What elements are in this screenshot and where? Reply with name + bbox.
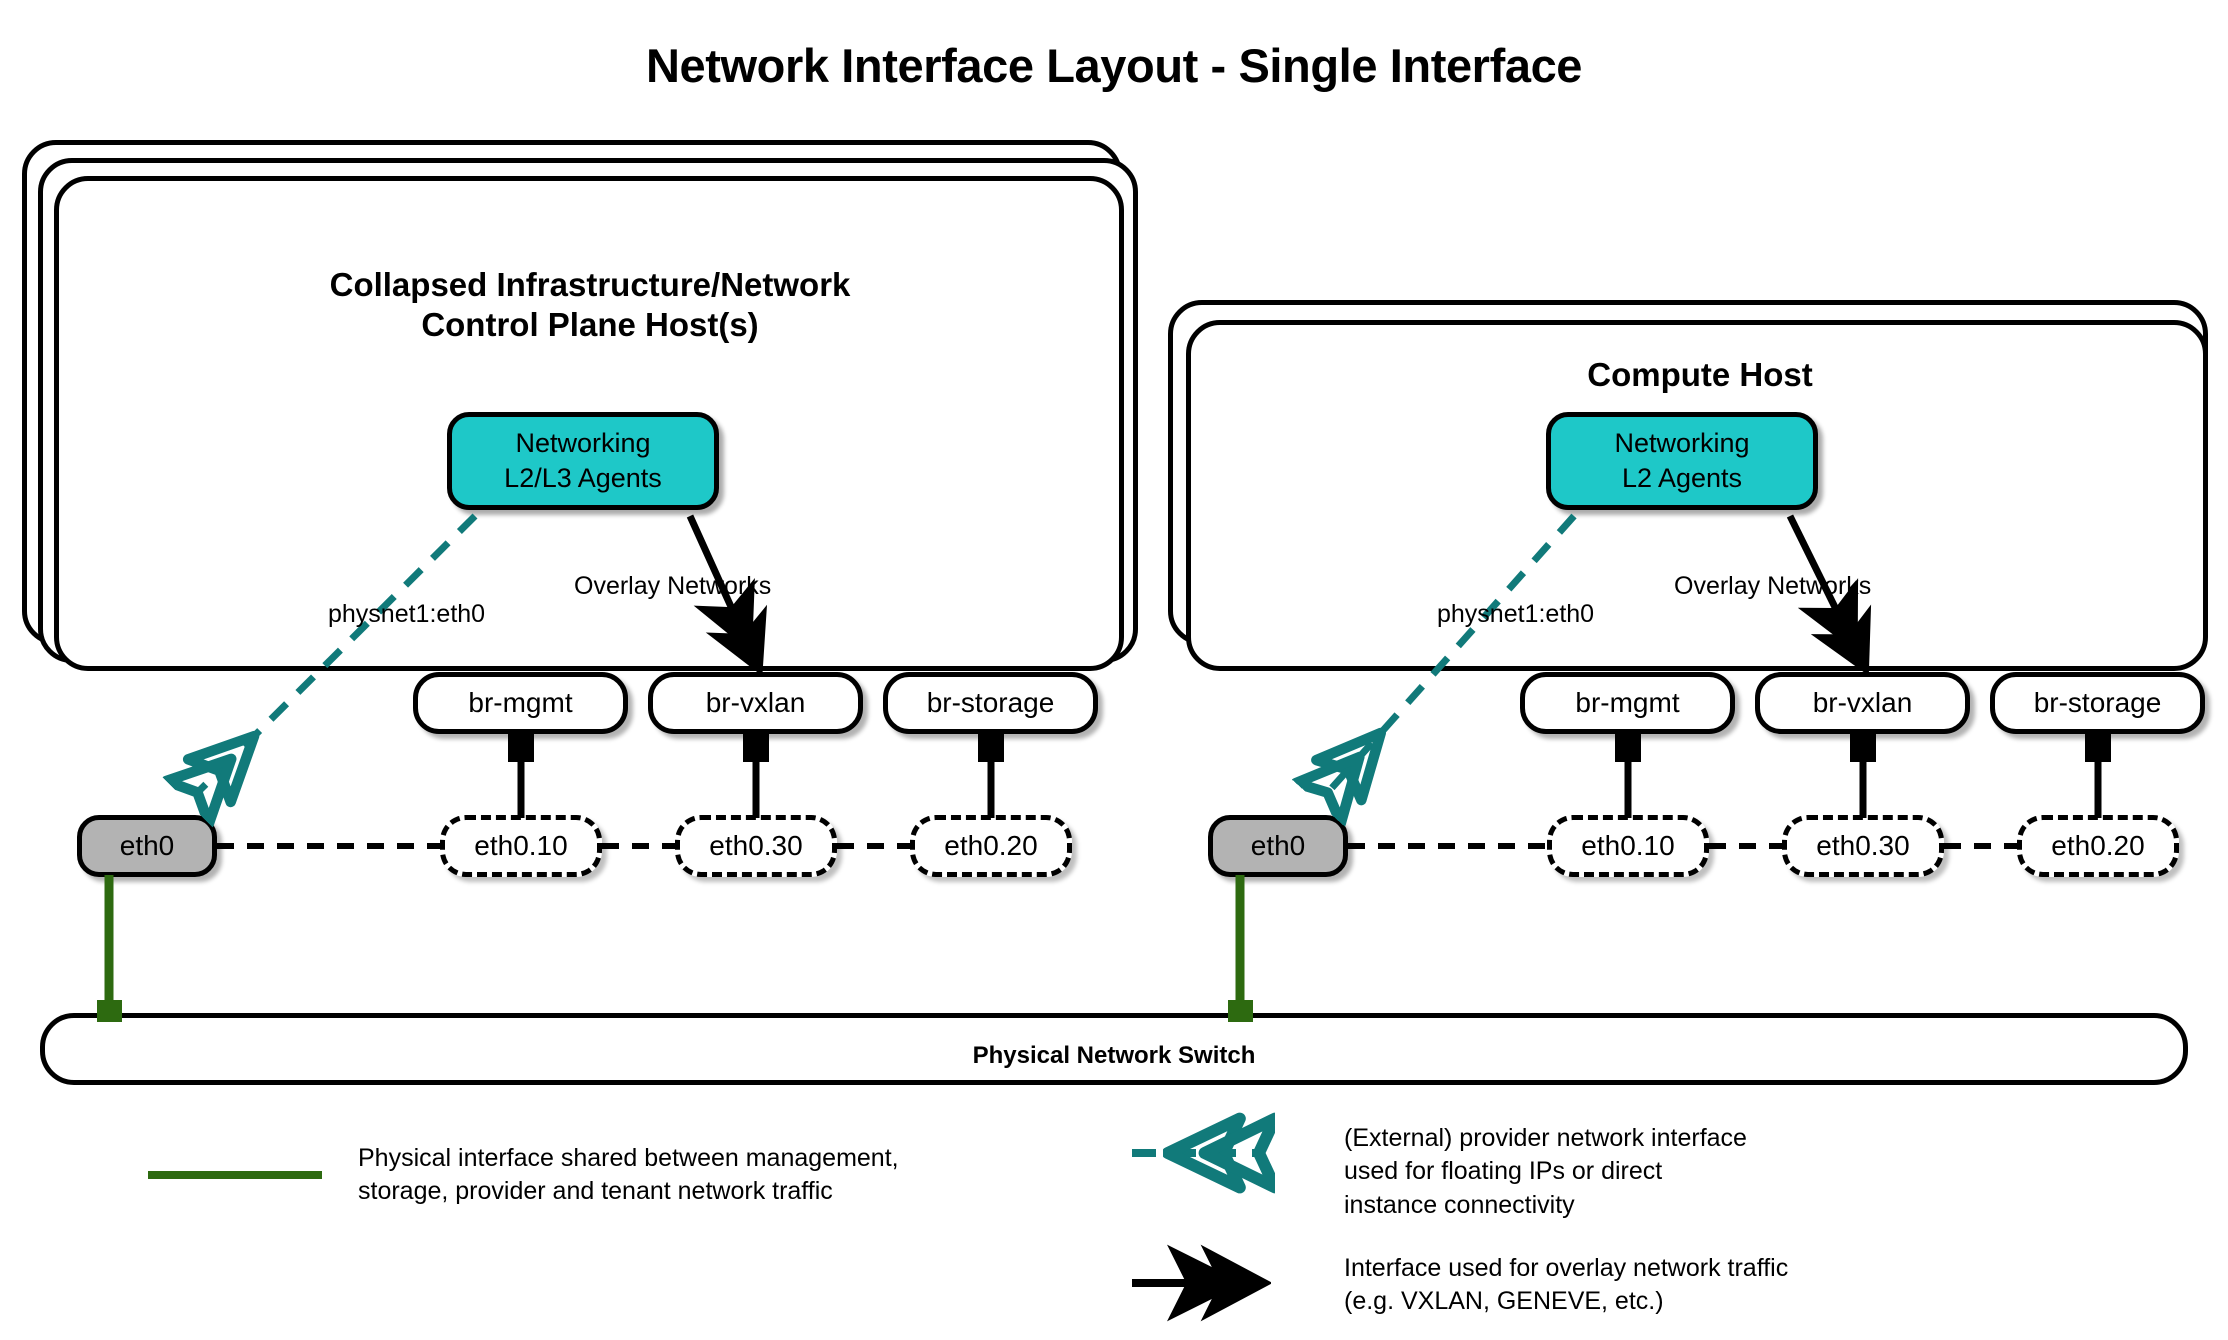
physical-network-switch[interactable]	[40, 1013, 2188, 1085]
physical-nic-node-control-plane[interactable]: eth0	[77, 815, 217, 877]
legend-label-physical-interface: Physical interface shared between manage…	[358, 1144, 899, 1206]
bridge-node-br-mgmt-control-plane[interactable]: br-mgmt	[413, 672, 628, 734]
host-title-compute: Compute Host	[1587, 356, 1813, 393]
legend-label-overlay-interface: Interface used for overlay network traff…	[1344, 1254, 1789, 1316]
bridge-to-vlan-link-br-mgmt-control-plane	[508, 732, 534, 818]
bridge-to-vlan-link-br-storage-control-plane	[978, 732, 1004, 818]
vlan-node-eth0-10-compute[interactable]: eth0.10	[1547, 815, 1709, 877]
vlan-node-eth0-20-control-plane[interactable]: eth0.20	[910, 815, 1072, 877]
agents-node-compute[interactable]: Networking L2 Agents	[1546, 412, 1818, 510]
bridge-node-br-storage-compute[interactable]: br-storage	[1990, 672, 2205, 734]
bridge-node-br-vxlan-compute[interactable]: br-vxlan	[1755, 672, 1970, 734]
host-title-control-plane: Collapsed Infrastructure/Network Control…	[329, 266, 851, 344]
provider-edge-label-control-plane: physnet1:eth0	[328, 600, 486, 628]
overlay-edge-label-compute: Overlay Networks	[1674, 572, 1872, 600]
provider-edge-label-compute: physnet1:eth0	[1437, 600, 1595, 628]
bridge-to-vlan-link-br-vxlan-compute	[1850, 732, 1876, 818]
physical-link-control-plane	[97, 875, 122, 1022]
vlan-node-eth0-30-compute[interactable]: eth0.30	[1782, 815, 1944, 877]
overlay-edge-label-control-plane: Overlay Networks	[574, 572, 772, 600]
agents-node-control-plane[interactable]: Networking L2/L3 Agents	[447, 412, 719, 510]
bridge-to-vlan-link-br-storage-compute	[2085, 732, 2111, 818]
vlan-node-eth0-20-compute[interactable]: eth0.20	[2017, 815, 2179, 877]
bridge-node-br-storage-control-plane[interactable]: br-storage	[883, 672, 1098, 734]
bridge-to-vlan-link-br-vxlan-control-plane	[743, 732, 769, 818]
vlan-node-eth0-10-control-plane[interactable]: eth0.10	[440, 815, 602, 877]
bridge-to-vlan-link-br-mgmt-compute	[1615, 732, 1641, 818]
legend-label-provider-interface: (External) provider network interface us…	[1344, 1124, 1747, 1219]
bridge-node-br-vxlan-control-plane[interactable]: br-vxlan	[648, 672, 863, 734]
vlan-node-eth0-30-control-plane[interactable]: eth0.30	[675, 815, 837, 877]
page-title: Network Interface Layout - Single Interf…	[645, 39, 1583, 92]
bridge-node-br-mgmt-compute[interactable]: br-mgmt	[1520, 672, 1735, 734]
physical-link-compute	[1228, 875, 1253, 1022]
physical-network-switch-label: Physical Network Switch	[972, 1042, 1256, 1069]
physical-nic-node-compute[interactable]: eth0	[1208, 815, 1348, 877]
